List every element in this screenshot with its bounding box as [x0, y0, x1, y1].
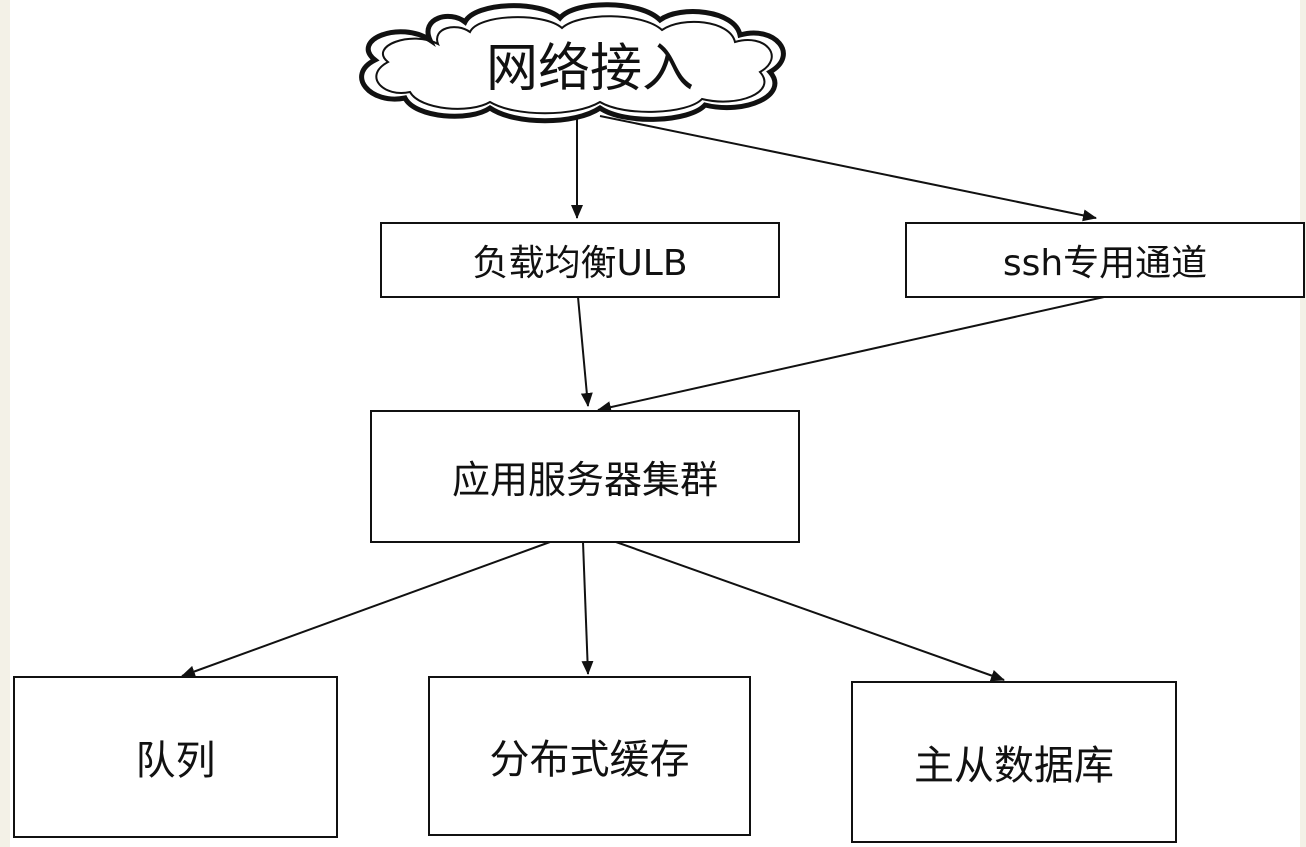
load-balancer-label: 负载均衡ULB — [472, 243, 688, 284]
network-access-label: 网络接入 — [485, 38, 694, 99]
master-slave-db-node: 主从数据库 — [851, 681, 1177, 843]
master-slave-db-label: 主从数据库 — [914, 743, 1114, 789]
ssh-tunnel-label: ssh专用通道 — [1002, 243, 1208, 284]
cloud-inner-outline — [375, 15, 773, 115]
edge-ulb-to-cluster — [577, 296, 593, 407]
edge-cluster-to-db — [615, 541, 1005, 682]
edge-ssh-to-cluster — [597, 296, 1105, 414]
distributed-cache-label: 分布式缓存 — [489, 737, 690, 783]
load-balancer-node: 负载均衡ULB — [380, 222, 780, 298]
cloud-shape — [359, 2, 786, 124]
app-cluster-label: 应用服务器集群 — [451, 458, 718, 502]
frame-edge-left — [0, 0, 10, 847]
ssh-tunnel-node: ssh专用通道 — [905, 222, 1305, 298]
edge-network-to-ssh — [599, 115, 1097, 222]
queue-node: 队列 — [13, 676, 338, 838]
distributed-cache-node: 分布式缓存 — [428, 676, 751, 836]
queue-label: 队列 — [135, 738, 216, 784]
app-cluster-node: 应用服务器集群 — [370, 410, 800, 543]
edge-cluster-to-queue — [181, 541, 551, 678]
edge-cluster-to-cache — [581, 541, 594, 675]
frame-edge-right — [1300, 0, 1306, 847]
